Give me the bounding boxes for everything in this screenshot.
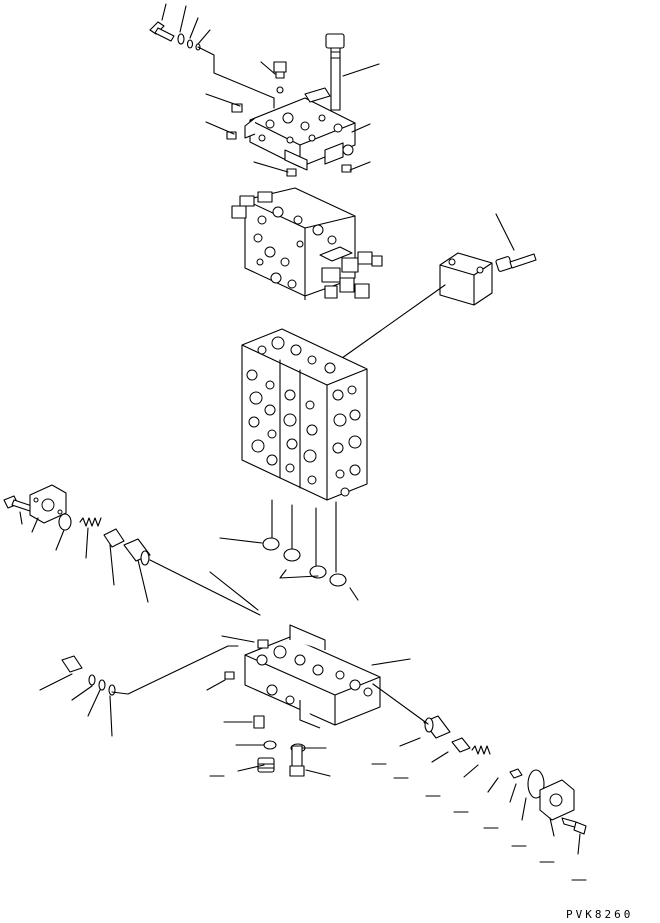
small-plugs — [226, 103, 352, 177]
bolt-leader — [495, 213, 515, 251]
top-bolt — [149, 21, 201, 51]
bottom-valve-assembly — [39, 571, 411, 777]
left-connect-line — [149, 559, 261, 616]
cover-connect-line — [197, 46, 275, 109]
bottom-left-connect-line — [111, 645, 239, 695]
middle-valve-section — [231, 187, 383, 300]
top-cover-assembly — [149, 3, 380, 177]
right-lower-parts — [209, 683, 587, 881]
flange-connect-line — [334, 284, 446, 364]
drawing-code: PVK8260 — [566, 908, 633, 921]
right-connect-line — [372, 683, 429, 725]
cover-body — [244, 87, 356, 171]
top-bolt-leaders — [161, 3, 211, 45]
long-bolt — [325, 33, 345, 111]
top-plug — [273, 61, 287, 94]
main-valve-block — [241, 328, 368, 573]
o-rings — [219, 537, 359, 601]
right-flange — [334, 213, 537, 364]
left-parts — [3, 484, 261, 616]
cover-leaders — [205, 61, 380, 173]
